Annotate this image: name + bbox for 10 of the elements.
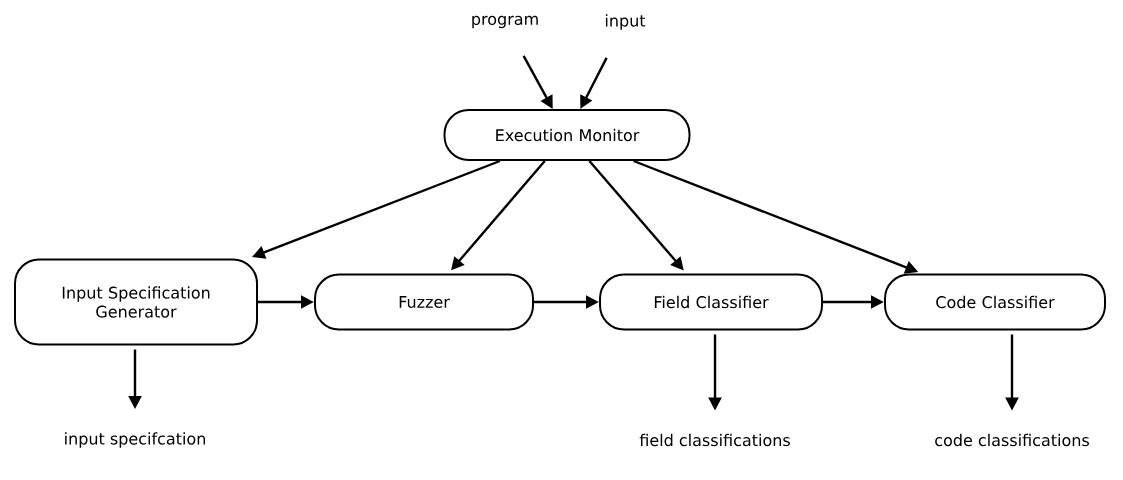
io-label: input	[605, 14, 646, 30]
process-box: Fuzzer	[314, 273, 534, 331]
process-box: Execution Monitor	[443, 109, 691, 161]
io-label: input specifcation	[65, 432, 205, 448]
process-box: Input Specification Generator	[14, 258, 258, 346]
io-label: code classifications	[935, 433, 1089, 447]
io-label: program	[472, 15, 538, 29]
process-box: Field Classifier	[599, 273, 823, 331]
io-label: field classifications	[639, 433, 790, 447]
process-box: Code Classifier	[884, 273, 1106, 331]
